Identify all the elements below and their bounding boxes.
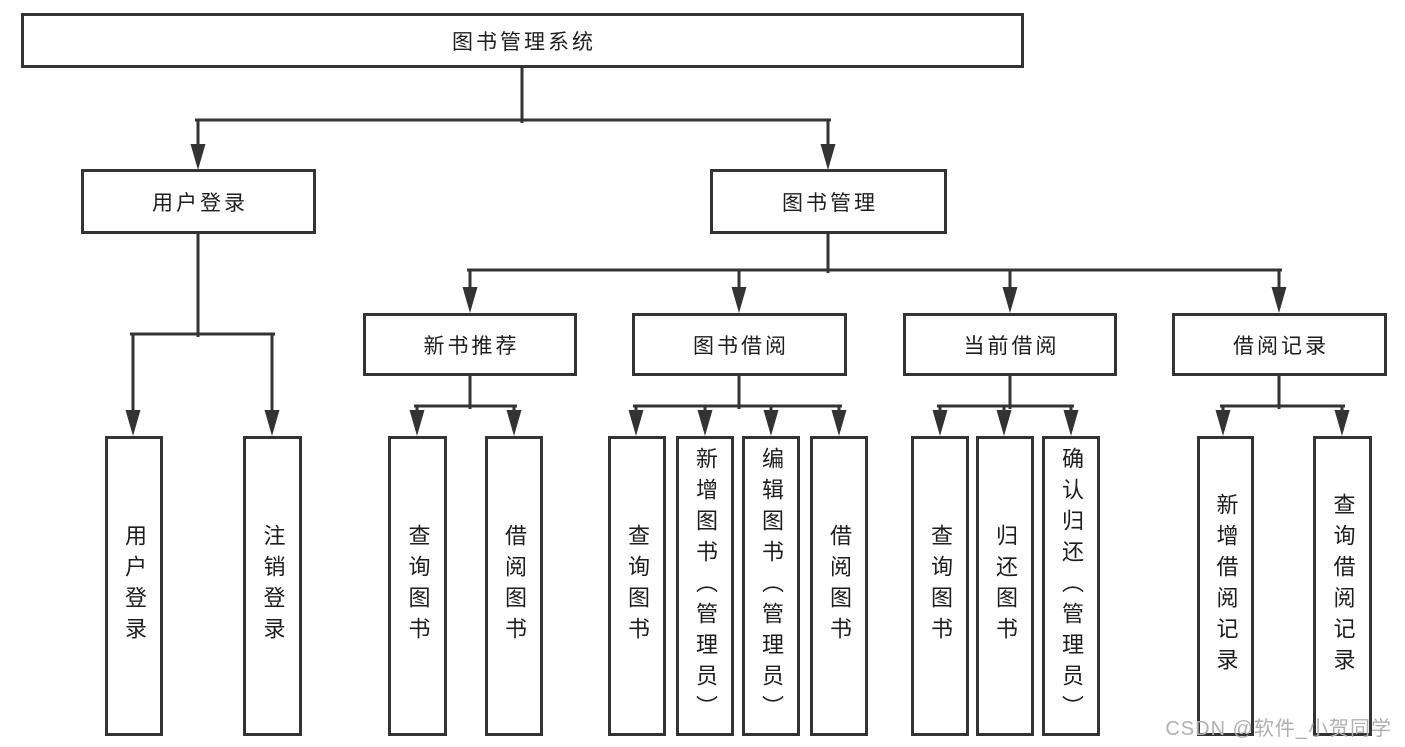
node-user-login: 用户登录: [81, 169, 316, 234]
leaf-logout: 注销登录: [243, 436, 302, 736]
leaf-add-borrow-record: 新增借阅记录: [1197, 436, 1254, 736]
leaf-query-borrow-record: 查询借阅记录: [1313, 436, 1372, 736]
leaf-query-books-current: 查询图书: [911, 436, 969, 736]
node-book-management: 图书管理: [710, 169, 947, 234]
node-borrow-records: 借阅记录: [1172, 313, 1387, 376]
leaf-query-books-recommend: 查询图书: [388, 436, 447, 736]
node-book-borrow: 图书借阅: [632, 313, 847, 376]
leaf-borrow-books-recommend: 借阅图书: [485, 436, 543, 736]
leaf-borrow-books: 借阅图书: [810, 436, 868, 736]
leaf-confirm-return-admin: 确认归还（管理员）: [1042, 436, 1100, 736]
node-root: 图书管理系统: [21, 13, 1024, 68]
csdn-watermark: CSDN @软件_小贺同学: [1165, 718, 1392, 740]
node-new-book-recommend: 新书推荐: [363, 313, 577, 376]
leaf-add-books-admin: 新增图书（管理员）: [676, 436, 734, 736]
leaf-user-login: 用户登录: [105, 436, 163, 736]
leaf-query-books-borrow: 查询图书: [608, 436, 666, 736]
leaf-edit-books-admin: 编辑图书（管理员）: [742, 436, 800, 736]
arrow-down-icons: [125, 144, 1350, 436]
node-current-borrow: 当前借阅: [903, 313, 1117, 376]
leaf-return-books: 归还图书: [976, 436, 1034, 736]
